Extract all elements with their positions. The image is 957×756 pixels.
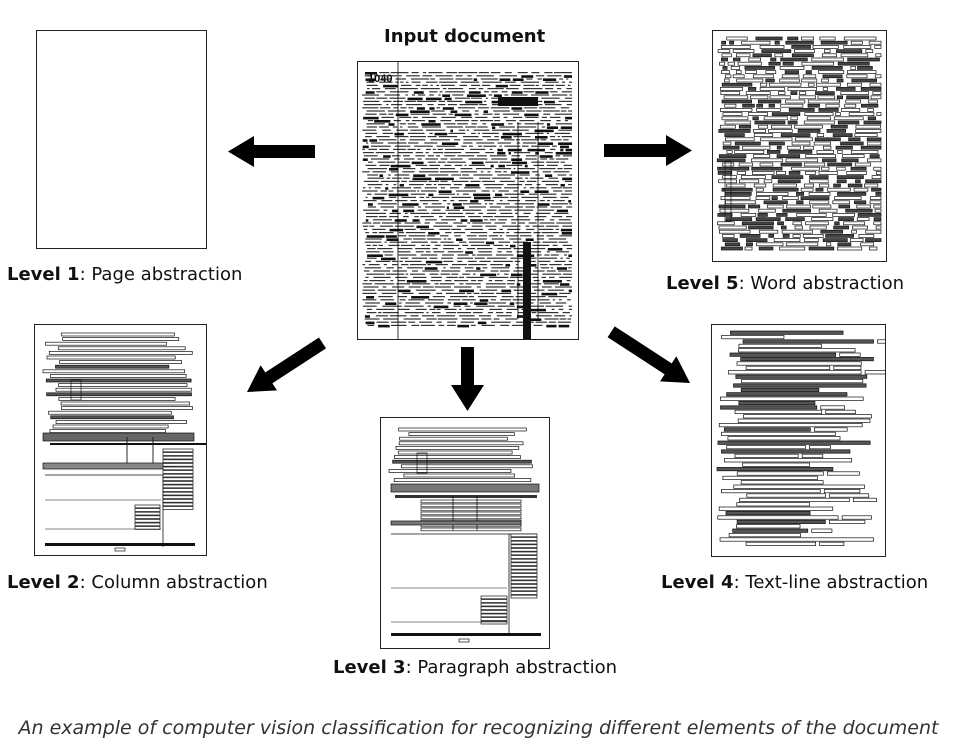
arrow-to-level5 [604,135,692,166]
level3-paragraph-image [380,417,550,649]
input-document-title: Input document [384,26,546,47]
level2-column-image [34,324,207,556]
arrow-to-level1 [228,136,315,167]
level3-label-text: : Paragraph abstraction [405,657,617,678]
level5-label-bold: Level 5 [666,273,739,294]
level4-label-bold: Level 4 [661,572,734,593]
level5-label: Level 5: Word abstraction [666,273,904,294]
level4-textline-image [711,324,886,557]
level1-label: Level 1: Page abstraction [7,264,242,285]
level2-label: Level 2: Column abstraction [7,572,268,593]
level2-label-text: : Column abstraction [79,572,268,593]
level4-label-text: : Text-line abstraction [733,572,929,593]
level4-label: Level 4: Text-line abstraction [661,572,928,593]
level1-page-image [36,30,207,249]
level5-label-text: : Word abstraction [738,273,905,294]
level3-label: Level 3: Paragraph abstraction [333,657,617,678]
figure-caption: An example of computer vision classifica… [18,717,939,739]
level2-label-bold: Level 2 [7,572,80,593]
level3-label-bold: Level 3 [333,657,406,678]
level5-word-image [712,30,887,262]
arrow-to-level4 [607,326,690,383]
level1-label-text: : Page abstraction [79,264,243,285]
input-document-image: 1040 [357,61,579,340]
arrow-to-level3 [451,347,484,411]
level1-label-bold: Level 1 [7,264,80,285]
arrow-to-level2 [247,337,327,392]
